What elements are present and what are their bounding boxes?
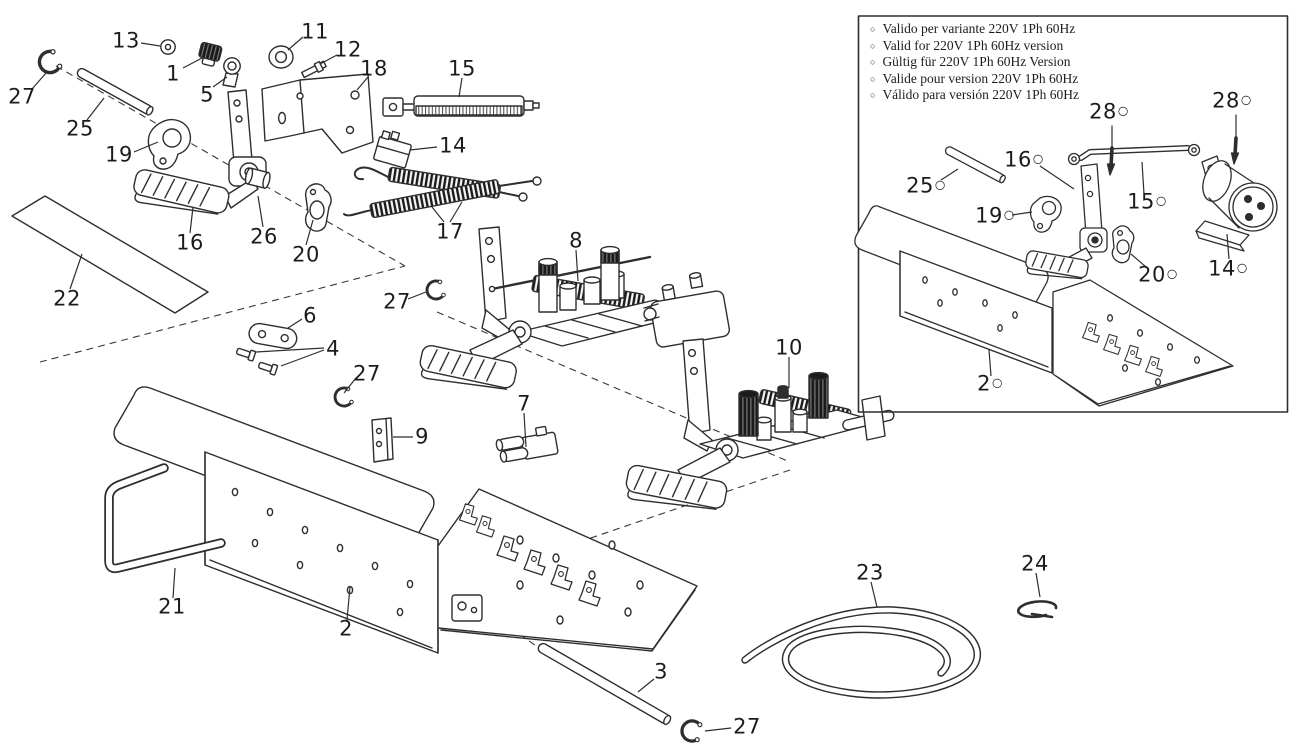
legend-item: ○ Válido para versión 220V 1Ph 60Hz [870, 87, 1270, 104]
lever-19-variant [1029, 195, 1062, 233]
legend-item: ○ Valid for 220V 1Ph 60Hz version [870, 38, 1270, 55]
legend-text: Válido para versión 220V 1Ph 60Hz [882, 87, 1080, 103]
pedal-16 [133, 89, 267, 215]
legend-bullet-icon: ○ [870, 73, 876, 84]
washer-13 [160, 39, 176, 55]
hose-23 [741, 606, 981, 699]
inset-border [857, 15, 1289, 413]
legend-item: ○ Gültig für 220V 1Ph 60Hz Version [870, 54, 1270, 71]
legend-bullet-icon: ○ [870, 40, 876, 51]
springs-17 [343, 166, 542, 219]
legend-text: Valido per variante 220V 1Ph 60Hz [882, 21, 1076, 36]
arrow-28-a [1106, 125, 1116, 176]
legend-text: Valid for 220V 1Ph 60Hz version [882, 37, 1064, 53]
circlip-27-top-left [34, 46, 65, 78]
lever-19 [147, 118, 192, 170]
fittings-7 [495, 425, 559, 463]
switch-14 [373, 130, 412, 169]
bushing-26 [244, 167, 271, 189]
rod-25 [76, 67, 154, 116]
valve-assembly-8 [419, 226, 731, 390]
bracket-9 [371, 417, 394, 463]
legend-item: ○ Valido per variante 220V 1Ph 60Hz [870, 21, 1270, 38]
bracket-18 [261, 73, 374, 154]
u-tube-21 [104, 463, 226, 574]
variant-inset [854, 15, 1289, 413]
circlip-27-lower [331, 384, 356, 410]
eyelet-5 [222, 57, 241, 88]
rod-3 [537, 642, 672, 726]
circlip-27-bottom [678, 717, 704, 745]
circlip-27-mid [423, 277, 448, 303]
strip-22 [11, 195, 209, 314]
plate-20 [304, 183, 332, 232]
chassis-2-variant [854, 205, 1234, 407]
rod-25-variant [944, 146, 1006, 184]
snap-ring-24 [1016, 600, 1058, 619]
actuator-14-variant [1195, 155, 1278, 252]
knurled-pin-1 [198, 41, 223, 67]
screws-4 [235, 347, 279, 376]
legend-text: Valide pour version 220V 1Ph 60Hz [882, 70, 1079, 86]
link-rod-15-variant [1067, 143, 1201, 166]
gas-spring-15 [382, 95, 540, 117]
legend-bullet-icon: ○ [870, 90, 876, 101]
legend-bullet-icon: ○ [870, 24, 876, 34]
valve-assembly-10 [625, 338, 895, 510]
legend-bullet-icon: ○ [870, 57, 876, 68]
arm-16-variant [1025, 163, 1108, 280]
legend-text: Gültig für 220V 1Ph 60Hz Version [882, 54, 1071, 70]
legend-item: ○ Valide pour version 220V 1Ph 60Hz [870, 71, 1270, 88]
plate-6 [248, 322, 298, 350]
plate-20-variant [1111, 225, 1135, 264]
bolt-12 [301, 60, 327, 79]
roller-11 [268, 45, 294, 69]
arrow-28-b [1230, 114, 1240, 165]
leader-lines [31, 36, 1230, 732]
variant-legend-list: ○ Valido per variante 220V 1Ph 60Hz ○ Vali… [870, 21, 1270, 104]
chassis-2 [113, 386, 698, 654]
variant-legend: ○ Valido per variante 220V 1Ph 60Hz ○ Vali… [870, 21, 1270, 104]
